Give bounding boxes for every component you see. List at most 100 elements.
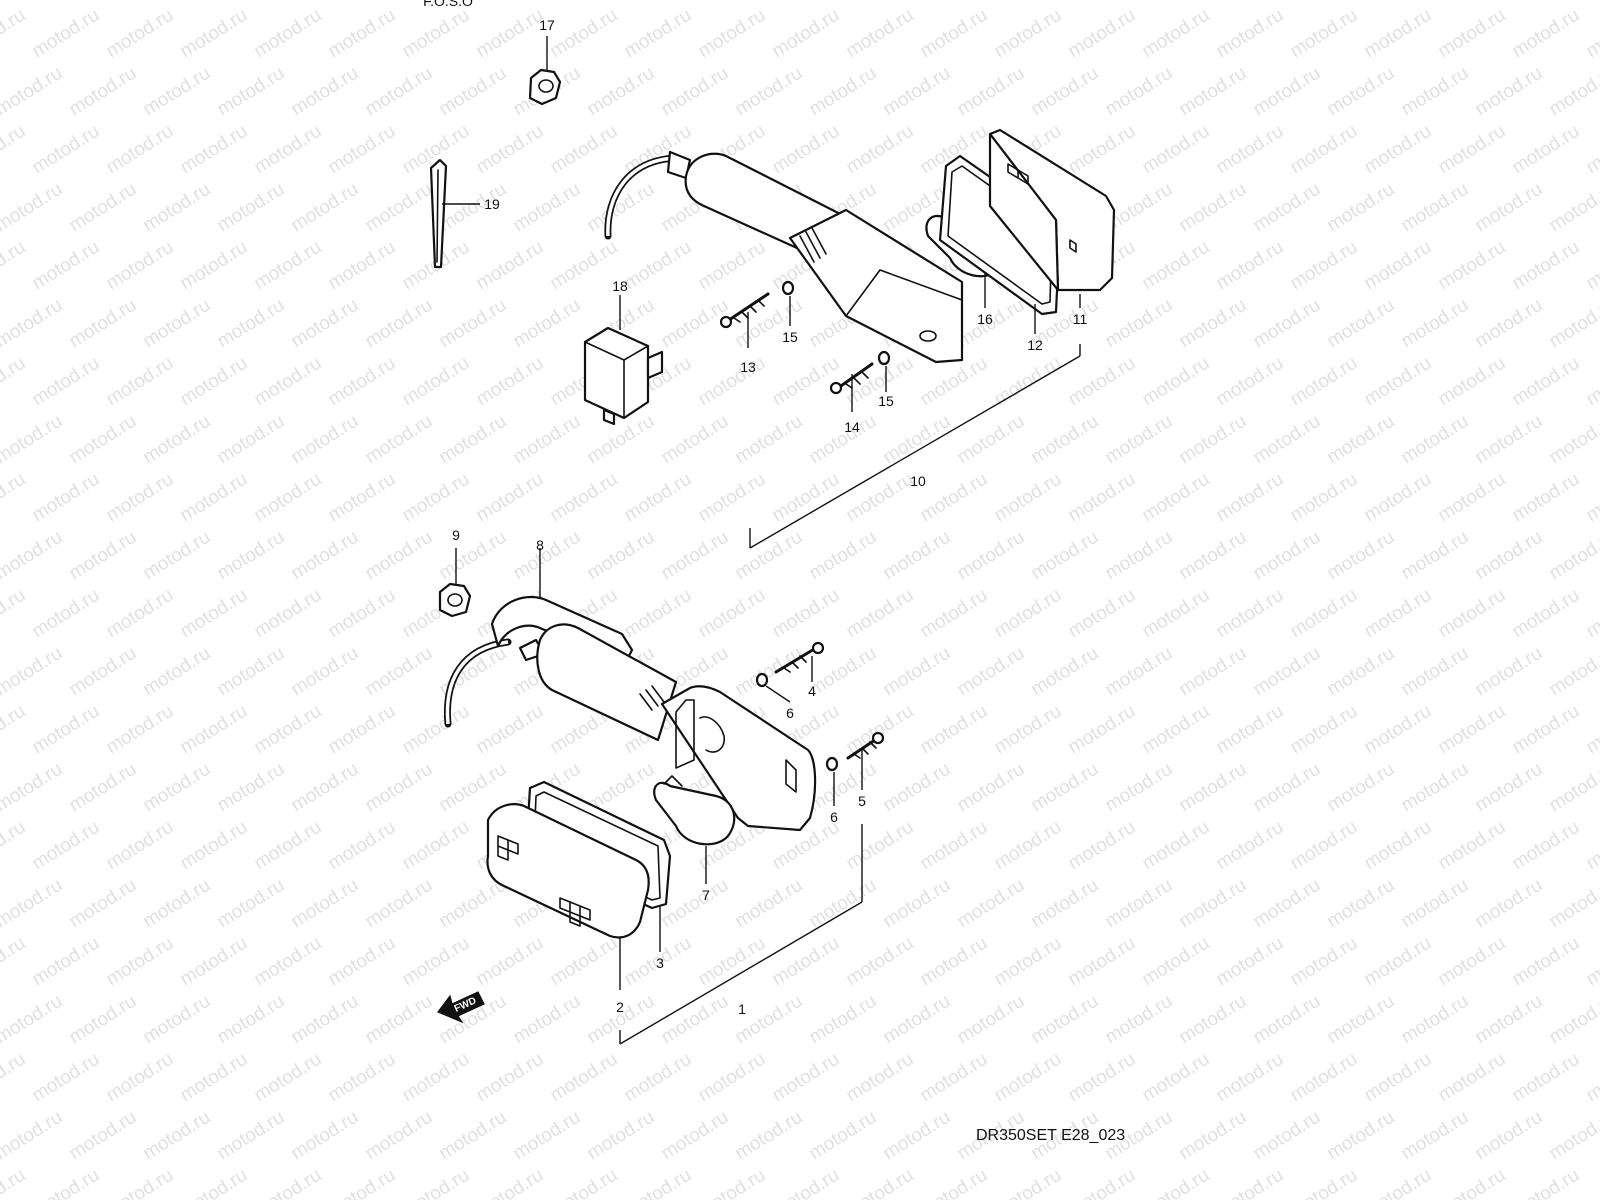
nut-9 — [438, 582, 472, 618]
watermark: motod.ru — [1287, 933, 1362, 991]
watermark: motod.ru — [0, 237, 29, 295]
watermark: motod.ru — [954, 63, 1029, 121]
watermark: motod.ru — [1102, 527, 1177, 585]
watermark: motod.ru — [1287, 469, 1362, 527]
watermark: motod.ru — [1065, 933, 1140, 991]
callout-16: 16 — [977, 311, 993, 327]
watermark: motod.ru — [880, 0, 955, 4]
watermark: motod.ru — [510, 411, 585, 469]
watermark: motod.ru — [251, 585, 326, 643]
watermark: motod.ru — [29, 585, 104, 643]
watermark: motod.ru — [177, 121, 252, 179]
watermark: motod.ru — [584, 411, 659, 469]
watermark: motod.ru — [917, 585, 992, 643]
watermark: motod.ru — [0, 527, 66, 585]
watermark: motod.ru — [991, 585, 1066, 643]
watermark: motod.ru — [1472, 1107, 1547, 1165]
watermark: motod.ru — [251, 1165, 326, 1200]
watermark: motod.ru — [1213, 1049, 1288, 1107]
watermark: motod.ru — [325, 701, 400, 759]
watermark: motod.ru — [1583, 5, 1600, 63]
watermark: motod.ru — [1583, 237, 1600, 295]
watermark: motod.ru — [1398, 643, 1473, 701]
watermark: motod.ru — [325, 1165, 400, 1200]
watermark: motod.ru — [621, 585, 696, 643]
watermark: motod.ru — [214, 527, 289, 585]
watermark: motod.ru — [1472, 643, 1547, 701]
watermark: motod.ru — [1287, 585, 1362, 643]
watermark: motod.ru — [1324, 527, 1399, 585]
watermark: motod.ru — [1102, 63, 1177, 121]
watermark: motod.ru — [547, 121, 622, 179]
watermark: motod.ru — [1139, 585, 1214, 643]
watermark: motod.ru — [0, 817, 29, 875]
watermark: motod.ru — [325, 353, 400, 411]
watermark: motod.ru — [1139, 701, 1214, 759]
watermark: motod.ru — [1028, 991, 1103, 1049]
watermark: motod.ru — [140, 759, 215, 817]
watermark: motod.ru — [1176, 527, 1251, 585]
watermark: motod.ru — [66, 759, 141, 817]
watermark: motod.ru — [732, 63, 807, 121]
watermark: motod.ru — [399, 353, 474, 411]
watermark: motod.ru — [1472, 0, 1547, 4]
watermark: motod.ru — [1509, 817, 1584, 875]
watermark: motod.ru — [362, 411, 437, 469]
watermark: motod.ru — [29, 1165, 104, 1200]
watermark: motod.ru — [1028, 527, 1103, 585]
watermark: motod.ru — [621, 5, 696, 63]
watermark: motod.ru — [1213, 237, 1288, 295]
watermark: motod.ru — [1583, 1049, 1600, 1107]
watermark: motod.ru — [1213, 701, 1288, 759]
watermark: motod.ru — [806, 875, 881, 933]
watermark: motod.ru — [991, 1049, 1066, 1107]
watermark: motod.ru — [806, 991, 881, 1049]
watermark: motod.ru — [695, 237, 770, 295]
watermark: motod.ru — [584, 527, 659, 585]
watermark: motod.ru — [66, 527, 141, 585]
watermark: motod.ru — [1546, 759, 1600, 817]
watermark: motod.ru — [1213, 5, 1288, 63]
gasket-12 — [938, 154, 1062, 316]
watermark: motod.ru — [177, 701, 252, 759]
screw-13 — [719, 292, 770, 329]
washer-15b — [877, 350, 891, 366]
watermark: motod.ru — [214, 411, 289, 469]
watermark: motod.ru — [806, 411, 881, 469]
watermark: motod.ru — [362, 179, 437, 237]
cable-tie-19 — [429, 158, 448, 269]
watermark: motod.ru — [1361, 701, 1436, 759]
watermark: motod.ru — [66, 63, 141, 121]
callout-9: 9 — [452, 527, 460, 543]
watermark: motod.ru — [214, 295, 289, 353]
watermark: motod.ru — [1546, 63, 1600, 121]
watermark: motod.ru — [843, 469, 918, 527]
watermark: motod.ru — [1287, 5, 1362, 63]
watermark: motod.ru — [658, 527, 733, 585]
watermark: motod.ru — [1546, 643, 1600, 701]
watermark: motod.ru — [214, 63, 289, 121]
watermark: motod.ru — [1583, 933, 1600, 991]
callout-6a: 6 — [786, 705, 794, 721]
watermark: motod.ru — [1472, 875, 1547, 933]
watermark: motod.ru — [1028, 643, 1103, 701]
watermark: motod.ru — [1176, 1107, 1251, 1165]
washer-6a — [755, 672, 769, 688]
watermark: motod.ru — [288, 1107, 363, 1165]
watermark: motod.ru — [695, 353, 770, 411]
watermark: motod.ru — [843, 933, 918, 991]
watermark: motod.ru — [1398, 759, 1473, 817]
watermark: motod.ru — [1176, 0, 1251, 4]
watermark: motod.ru — [1176, 179, 1251, 237]
screw-14 — [829, 362, 874, 395]
watermark: motod.ru — [917, 469, 992, 527]
watermark: motod.ru — [1398, 991, 1473, 1049]
watermark: motod.ru — [1435, 1165, 1510, 1200]
watermark: motod.ru — [1583, 585, 1600, 643]
watermark: motod.ru — [1435, 469, 1510, 527]
watermark: motod.ru — [954, 0, 1029, 4]
watermark: motod.ru — [29, 933, 104, 991]
watermark: motod.ru — [1287, 701, 1362, 759]
watermark: motod.ru — [991, 1165, 1066, 1200]
watermark: motod.ru — [177, 1049, 252, 1107]
